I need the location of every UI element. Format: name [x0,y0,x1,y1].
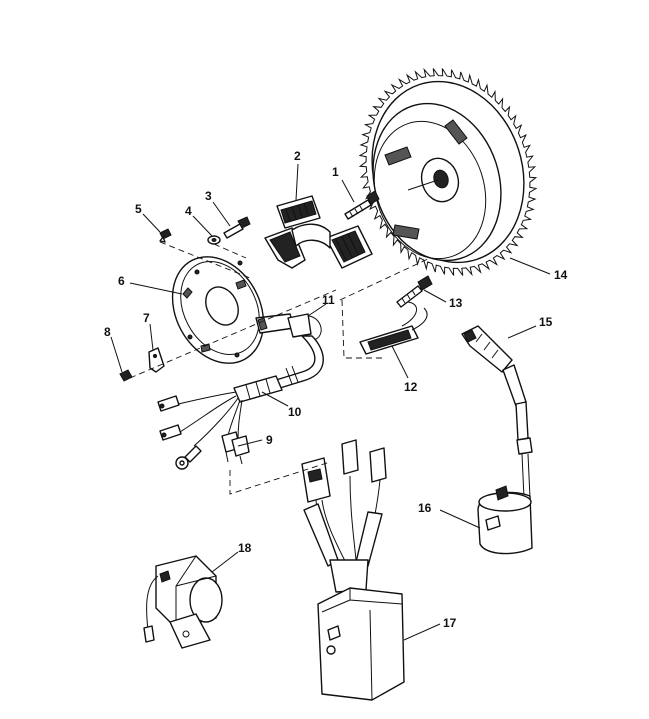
callout-12: 12 [404,380,418,394]
solenoid-part [143,555,223,649]
callout-6: 6 [118,274,125,288]
grommet-part [255,313,322,341]
callout-8: 8 [104,325,111,339]
callout-3: 3 [205,189,212,203]
wire-harness-part [157,335,324,470]
spark-plug-cap-part [461,325,533,499]
flywheel-part [358,67,538,277]
small-screw-part [159,228,172,243]
leader-lines [110,163,551,641]
callout-labels: 1 2 3 4 5 6 7 8 9 10 11 12 13 14 15 16 1… [104,149,568,630]
ignition-coil-part [477,485,533,555]
trigger-coil-part [359,301,428,355]
sensor-screw-part [396,275,433,308]
callout-16: 16 [418,501,432,515]
callout-14: 14 [554,268,568,282]
connector-part [221,431,250,465]
callout-9: 9 [266,433,273,447]
callout-13: 13 [449,296,463,310]
stator-plate-part [171,256,265,364]
callout-4: 4 [185,204,192,218]
callout-17: 17 [443,616,457,630]
callout-2: 2 [294,149,301,163]
callout-11: 11 [322,293,335,307]
callout-1: 1 [332,165,339,179]
callout-10: 10 [288,405,302,419]
callout-15: 15 [539,315,553,329]
cdi-module-part [301,439,405,701]
callout-18: 18 [238,541,252,555]
assembly-centerlines [129,241,431,495]
callout-5: 5 [135,202,142,216]
washer-part [207,235,221,245]
callout-7: 7 [143,311,150,325]
screw-part [223,216,251,239]
clip-part [148,347,165,373]
bolt-part [344,190,380,220]
stator-coil-assembly-part [264,195,373,269]
